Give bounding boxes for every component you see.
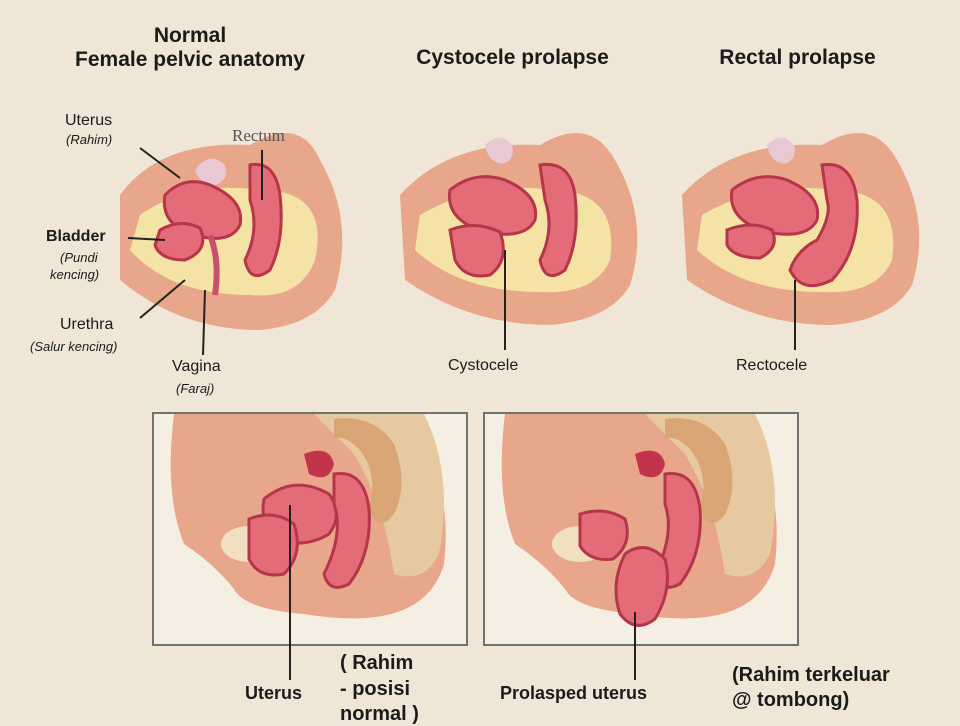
rectal-prolapse-illustration [682,133,920,325]
label-bladder-local-1: (Pundi [60,250,98,265]
normal-leader-lines [127,147,263,356]
rectum-shape [243,162,283,278]
label-rectum: Rectum [232,126,285,145]
prolapsed-uterus-box [483,412,799,646]
label-urethra: Urethra [60,316,114,333]
cystocele-illustration [400,133,638,325]
label-bottom-uterus-note-2: - posisi [340,678,411,700]
prolapsed-uterus-illustration [501,414,777,627]
label-cystocele: Cystocele [448,357,519,374]
cystocele-leader-line [504,250,506,350]
bladder-shape [153,222,205,262]
label-bladder: Bladder [46,228,106,245]
label-vagina-local: (Faraj) [176,381,215,396]
ovary-shape [195,158,227,185]
title-normal-line1: Normal [153,24,227,47]
title-rectal: Rectal prolapse [719,46,876,69]
label-urethra-local: (Salur kencing) [30,339,118,354]
normal-uterus-illustration [170,414,446,619]
title-cystocele: Cystocele prolapse [416,46,609,69]
rectocele-leader-line [794,280,796,350]
uterus-leader-line [289,505,291,680]
prolapsed-leader-line [634,612,636,680]
label-prolapsed-note-2: @ tombong) [732,689,850,711]
label-bladder-local-2: kencing) [50,267,100,282]
label-prolapsed-note-1: (Rahim terkeluar [732,664,890,686]
label-vagina: Vagina [172,358,221,375]
label-bottom-uterus: Uterus [245,683,303,703]
label-bottom-uterus-note-3: normal ) [340,703,419,725]
normal-anatomy-illustration [120,133,343,330]
label-rectocele: Rectocele [736,357,808,374]
label-uterus-local: (Rahim) [66,132,113,147]
title-normal-line2: Female pelvic anatomy [75,48,305,71]
normal-uterus-box [152,412,468,646]
label-prolapsed-uterus: Prolasped uterus [500,683,648,703]
label-uterus: Uterus [65,112,113,129]
title-normal: Normal Female pelvic anatomy [30,24,350,72]
label-bottom-uterus-note-1: ( Rahim [340,652,414,674]
